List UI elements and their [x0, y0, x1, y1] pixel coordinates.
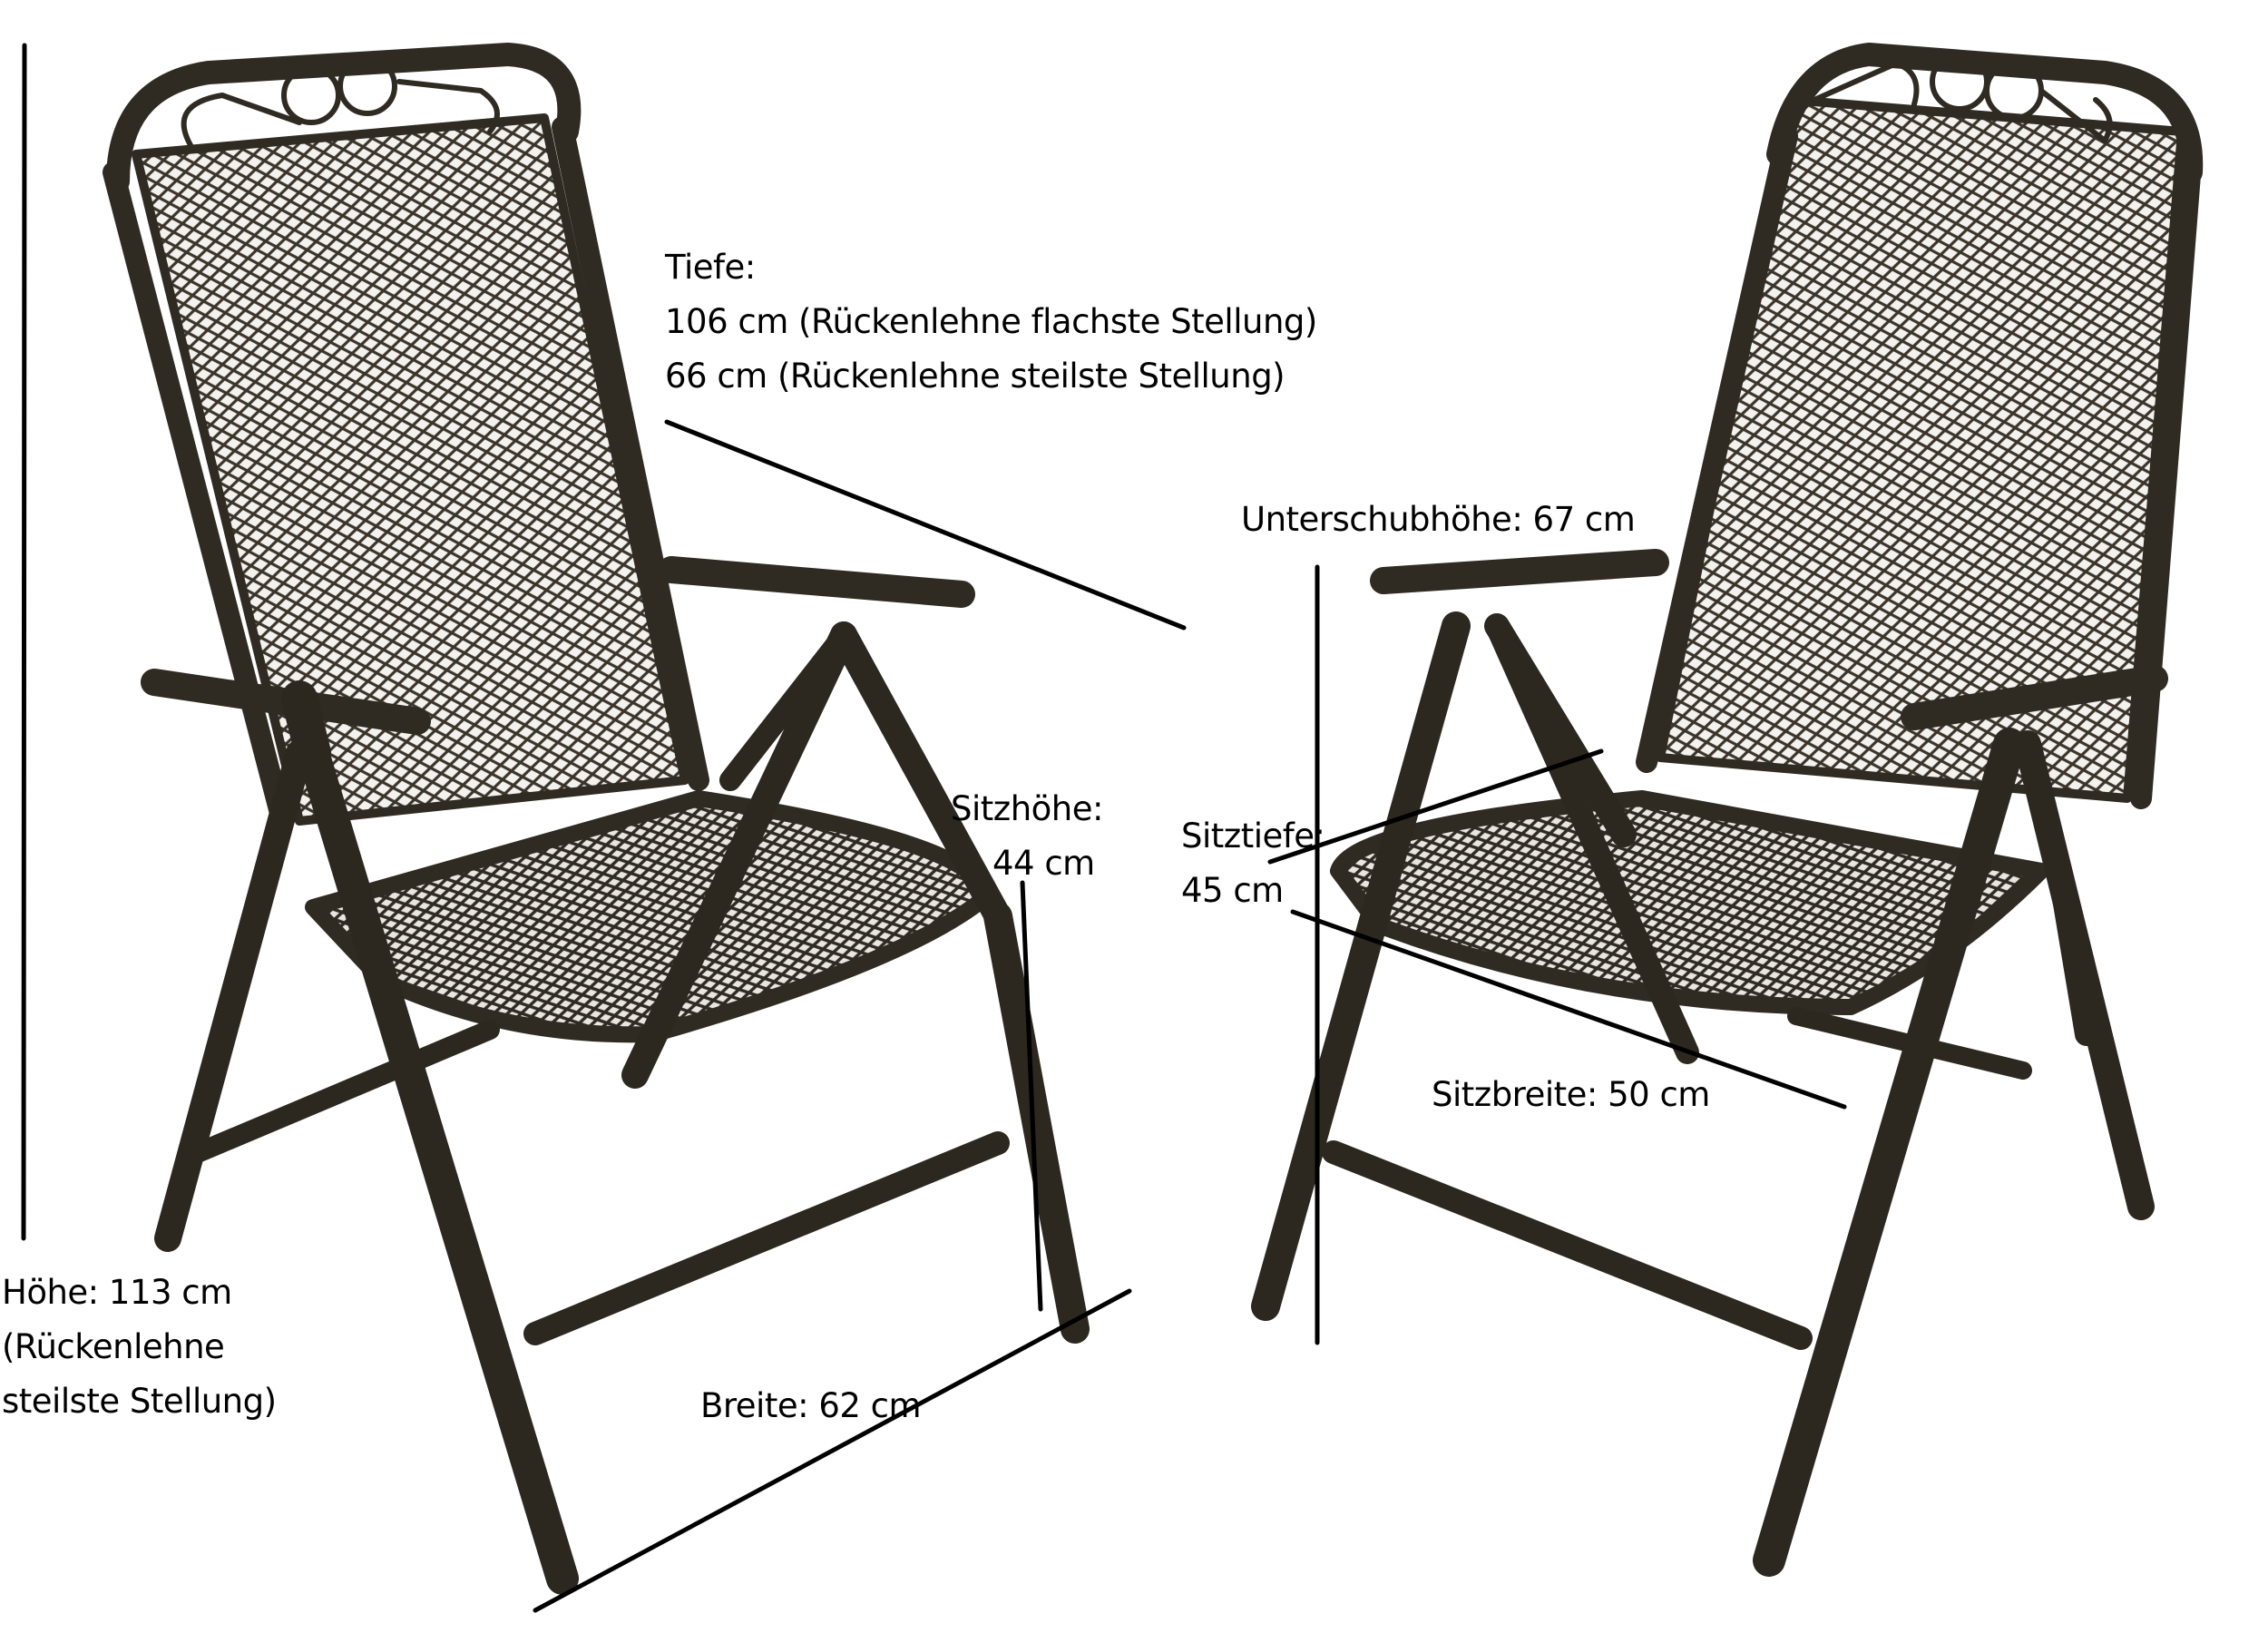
tiefe-title: Tiefe:: [665, 248, 756, 287]
left-chair-seat: [305, 790, 992, 1043]
left-chair: [103, 43, 1090, 1595]
sitzbreite-label: Sitzbreite: 50 cm: [1432, 1075, 1710, 1114]
sitztiefe-dimension-line: [1267, 748, 1604, 865]
hoehe-note-1: (Rückenlehne: [2, 1327, 225, 1366]
tiefe-value-flat: 106 cm (Rückenlehne flachste Stellung): [665, 302, 1317, 341]
breite-dimension-line: [533, 1288, 1132, 1613]
dimension-lines: [21, 43, 1847, 1613]
hoehe-note-2: steilste Stellung): [2, 1382, 277, 1421]
sitztiefe-title: Sitztiefe:: [1181, 816, 1325, 856]
unterschubhoehe-label: Unterschubhöhe: 67 cm: [1241, 500, 1636, 539]
right-chair-armrest-right: [1901, 665, 2168, 730]
left-chair-top-frame: [106, 43, 582, 193]
sitzhoehe-dimension-line: [1020, 880, 1043, 1312]
right-chair: [1251, 43, 2204, 1577]
left-chair-armrest-right: [658, 556, 975, 608]
tiefe-value-steep: 66 cm (Rückenlehne steilste Stellung): [665, 357, 1286, 396]
sitzhoehe-label: Sitzhöhe: 44 cm: [951, 782, 1103, 891]
sitztiefe-label: Sitztiefe: 45 cm: [1181, 809, 1325, 918]
left-chair-scroll-ornament: [181, 56, 500, 148]
hoehe-label: Höhe: 113 cm (Rückenlehne steilste Stell…: [2, 1266, 277, 1429]
sitzbreite-dimension-line: [1290, 909, 1847, 1110]
hoehe-value: Höhe: 113 cm: [2, 1273, 232, 1312]
tiefe-dimension-line: [664, 419, 1187, 631]
right-chair-top-frame: [1766, 43, 2204, 184]
breite-label: Breite: 62 cm: [700, 1386, 922, 1425]
sitztiefe-value: 45 cm: [1181, 871, 1284, 910]
right-chair-seat: [1330, 790, 2049, 1015]
sitzhoehe-title: Sitzhöhe:: [951, 789, 1103, 828]
tiefe-label: Tiefe: 106 cm (Rückenlehne flachste Stel…: [665, 240, 1317, 404]
sitzhoehe-value: 44 cm: [992, 844, 1095, 883]
right-chair-armrest-left: [1370, 549, 1669, 594]
left-chair-backrest-mesh: [132, 113, 689, 826]
right-chair-scroll-ornament: [1812, 52, 2113, 143]
